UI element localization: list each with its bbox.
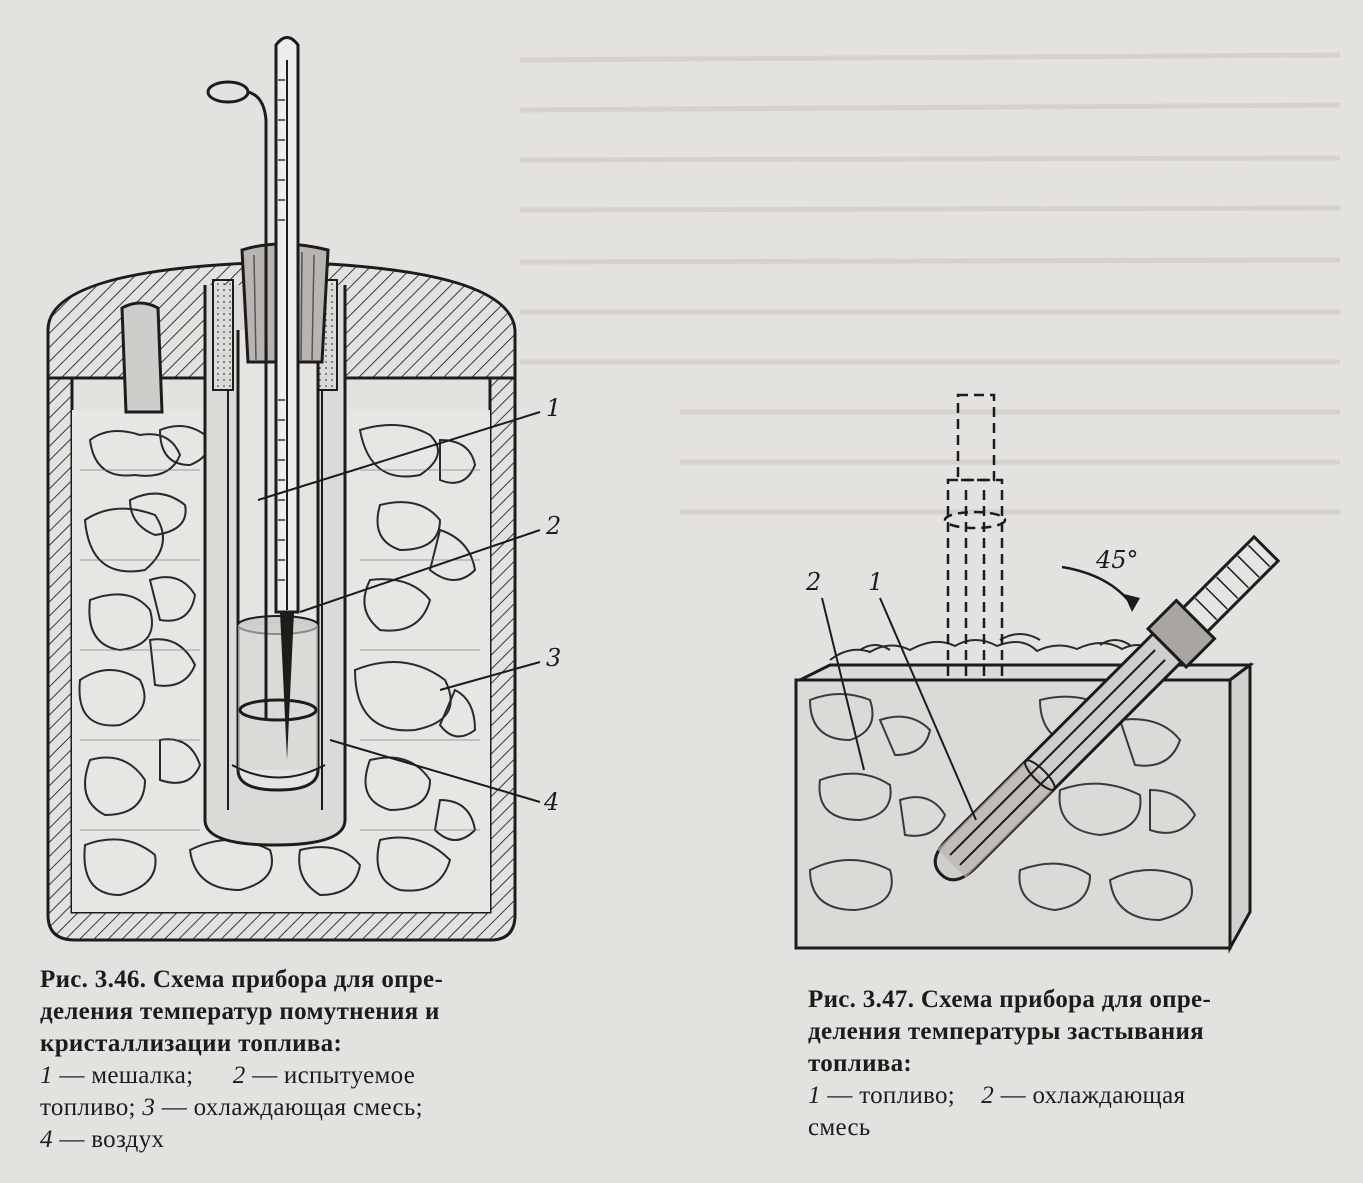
legend-text: смесь — [808, 1114, 871, 1141]
legend-text: топливо; — [40, 1094, 143, 1121]
legend-text: — топливо; — [820, 1082, 956, 1109]
callout-3: 3 — [546, 644, 561, 672]
caption-title-line: кристаллизации топлива: — [40, 1030, 343, 1057]
callout-lines-347 — [821, 597, 977, 821]
legend-line: топливо; 3 — охлаждающая смесь; — [40, 1092, 560, 1124]
legend-text: — воздух — [52, 1126, 165, 1153]
legend-text: — мешалка; — [52, 1062, 194, 1089]
legend-number: 1 — [40, 1062, 53, 1089]
rotation-arrow — [1061, 565, 1140, 612]
legend-line: 1 — топливо; 2 — охлаждающая — [808, 1080, 1328, 1112]
stirrer — [206, 80, 318, 722]
cooling-mixture — [78, 424, 477, 897]
callout-1: 1 — [546, 394, 561, 422]
figure-3-46-caption: Рис. 3.46. Схема прибора для опре- делен… — [40, 964, 560, 1156]
legend-text: — испытуемое — [245, 1062, 416, 1089]
thermometer — [274, 36, 300, 760]
caption-title-line: Рис. 3.46. Схема прибора для опре- — [40, 966, 444, 993]
side-stopper — [120, 301, 164, 414]
callout-lines-346 — [257, 411, 541, 803]
caption-title-line: деления температур помутнения и — [40, 998, 440, 1025]
legend-line: 4 — воздух — [40, 1124, 560, 1156]
legend-number: 2 — [981, 1082, 995, 1109]
callout-2: 2 — [545, 512, 561, 540]
legend-number: 2 — [232, 1062, 246, 1089]
legend-number: 4 — [40, 1126, 53, 1153]
caption-title-line: топлива: — [808, 1050, 913, 1077]
legend-text: — охлаждающая — [994, 1082, 1186, 1109]
legend-line: 1 — мешалка; 2 — испытуемое — [40, 1060, 560, 1092]
figure-3-47-caption: Рис. 3.47. Схема прибора для опре- делен… — [808, 984, 1328, 1144]
angle-label: 45° — [1095, 546, 1139, 574]
callout-4: 4 — [543, 788, 559, 816]
caption-title-line: Рис. 3.47. Схема прибора для опре- — [808, 986, 1212, 1013]
legend-number: 1 — [808, 1082, 821, 1109]
callout-1-fig347: 1 — [868, 568, 883, 596]
caption-title-line: деления температуры застывания — [808, 1018, 1205, 1045]
legend-number: 3 — [142, 1094, 156, 1121]
callout-2-fig347: 2 — [805, 568, 821, 596]
ice-top — [829, 633, 1158, 661]
tilted-test-tube — [933, 534, 1281, 882]
legend-text: — охлаждающая смесь; — [155, 1094, 423, 1121]
legend-line: смесь — [808, 1112, 1328, 1144]
